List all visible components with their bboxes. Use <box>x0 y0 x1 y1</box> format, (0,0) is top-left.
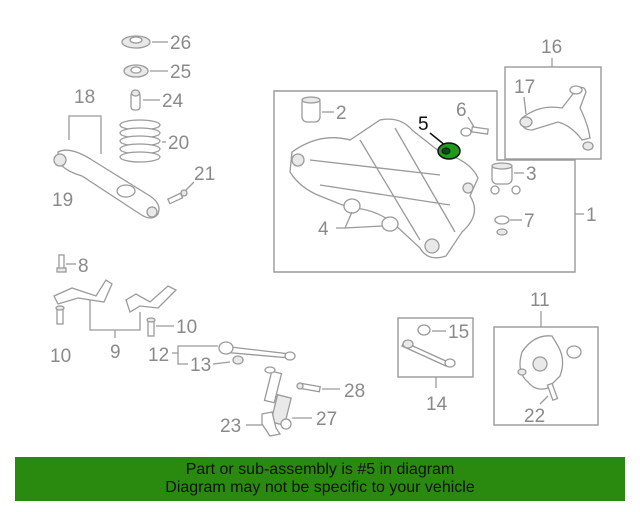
callout-2: 2 <box>336 103 347 124</box>
parts-diagram: 26 25 24 20 18 19 21 1 <box>50 33 602 437</box>
bolt-8-part <box>56 254 67 273</box>
upper-arm-box <box>504 66 602 160</box>
spring-seat-part <box>121 35 151 49</box>
bushing-4-part <box>343 198 399 232</box>
lateral-link-part <box>218 341 296 365</box>
leader-12 <box>172 345 218 354</box>
leader-27 <box>539 395 549 405</box>
callout-4: 4 <box>318 219 329 240</box>
banner-line-1: Part or sub-assembly is #5 in diagram <box>185 461 455 478</box>
callout-15: 15 <box>448 322 469 343</box>
leader-4a <box>336 211 353 229</box>
bolt-6-part <box>460 126 489 137</box>
callout-23: 25 <box>170 62 191 83</box>
callout-14: 14 <box>426 394 448 415</box>
leader-12b <box>177 353 188 365</box>
bracket-left-part <box>53 279 113 305</box>
callout-12: 12 <box>148 345 169 366</box>
callout-1: 1 <box>586 205 597 226</box>
leader-13 <box>212 361 231 365</box>
shock-absorber-part <box>263 366 292 430</box>
callout-13: 13 <box>190 355 211 376</box>
upper-arm-part <box>519 85 594 151</box>
bump-stop-part <box>130 89 141 111</box>
nut-7-part <box>494 215 510 236</box>
callout-3: 3 <box>526 164 537 185</box>
bushing-2-part <box>301 96 321 123</box>
bracket-right-part <box>125 285 178 313</box>
coil-spring-part <box>119 119 161 163</box>
leader-18 <box>68 115 102 154</box>
callout-19: 19 <box>52 190 73 211</box>
callout-11: 11 <box>530 290 550 311</box>
callout-5: 5 <box>418 114 429 135</box>
insulator-part <box>123 64 149 78</box>
bolt-27-part <box>546 382 559 402</box>
callout-6: 6 <box>456 100 467 121</box>
callout-18: 18 <box>74 87 95 108</box>
callout-9: 9 <box>110 342 121 363</box>
bracket-28-part <box>261 411 282 437</box>
lower-arm-part <box>53 149 160 219</box>
bolt-10-right-part <box>146 317 156 337</box>
bolt-20-part <box>166 189 188 205</box>
callout-16: 16 <box>541 37 562 58</box>
trailing-link-part <box>401 324 456 368</box>
crossmember-box <box>273 90 576 273</box>
callout-27: 22 <box>524 406 545 427</box>
banner-line-2: Diagram may not be specific to your vehi… <box>165 479 475 496</box>
callout-22: 24 <box>162 91 184 112</box>
callout-24: 26 <box>170 33 191 54</box>
callout-8: 8 <box>78 256 89 277</box>
highlighted-bushing-5-part <box>437 142 461 160</box>
knuckle-box <box>493 326 599 426</box>
callout-10-left: 10 <box>50 346 71 367</box>
callout-20: 21 <box>194 164 215 185</box>
callout-25: 27 <box>316 409 337 430</box>
callout-26: 28 <box>344 381 365 402</box>
callout-28: 23 <box>220 416 241 437</box>
leader-4b <box>344 225 383 229</box>
leader-20 <box>185 181 195 191</box>
crossmember-part <box>289 118 479 259</box>
info-banner: Part or sub-assembly is #5 in diagram Di… <box>15 457 625 501</box>
bolt-10-left-part <box>55 305 65 325</box>
callout-21: 20 <box>168 133 189 154</box>
bolt-26-part <box>296 382 321 393</box>
leader-17 <box>523 96 527 115</box>
callout-7: 7 <box>524 211 535 232</box>
bushing-3-part <box>490 162 521 195</box>
leader-6 <box>467 116 475 128</box>
callout-17: 17 <box>514 77 535 98</box>
callout-10-right: 10 <box>176 317 197 338</box>
knuckle-part <box>517 335 582 390</box>
